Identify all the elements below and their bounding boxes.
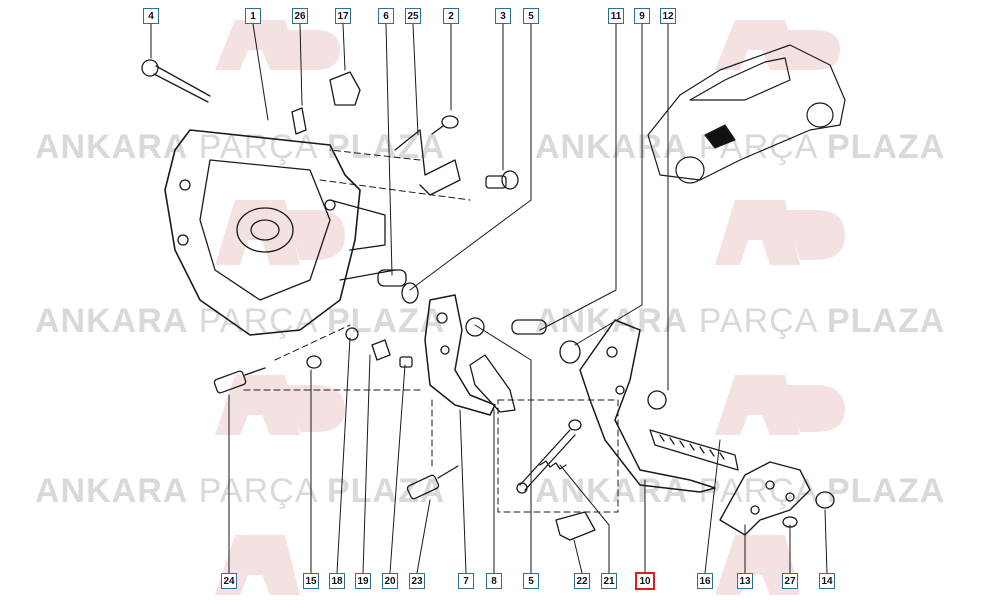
adjuster-rod xyxy=(516,419,582,494)
callout-16: 16 xyxy=(697,573,713,589)
callout-19: 19 xyxy=(355,573,371,589)
assembly-dashed-lines xyxy=(243,149,619,513)
callout-8: 8 xyxy=(486,573,502,589)
callout-26: 26 xyxy=(292,8,308,24)
bushing-12 xyxy=(647,390,667,410)
callout-7: 7 xyxy=(458,573,474,589)
callout-21: 21 xyxy=(601,573,617,589)
fitting-15 xyxy=(306,355,322,369)
callout-5-top: 5 xyxy=(523,8,539,24)
mounting-bracket xyxy=(719,461,811,536)
callout-3: 3 xyxy=(495,8,511,24)
callout-6: 6 xyxy=(378,8,394,24)
pedal-box-bracket xyxy=(164,129,396,336)
retaining-clip xyxy=(555,511,596,541)
callout-23: 23 xyxy=(409,573,425,589)
return-spring xyxy=(394,129,461,196)
callout-24: 24 xyxy=(221,573,237,589)
fitting-18 xyxy=(345,327,359,341)
bushing-14 xyxy=(815,491,835,509)
callout-17: 17 xyxy=(335,8,351,24)
ap-logo-watermark-icon xyxy=(215,20,845,595)
callout-25: 25 xyxy=(405,8,421,24)
callout-27: 27 xyxy=(782,573,798,589)
callout-22: 22 xyxy=(574,573,590,589)
callout-11: 11 xyxy=(608,8,624,24)
clip-part xyxy=(291,107,307,135)
callout-14: 14 xyxy=(819,573,835,589)
bushings xyxy=(377,269,581,364)
callout-4: 4 xyxy=(143,8,159,24)
callout-12: 12 xyxy=(660,8,676,24)
brake-pedal xyxy=(424,294,496,416)
callout-18: 18 xyxy=(329,573,345,589)
toothed-rack xyxy=(649,429,739,471)
callout-2: 2 xyxy=(443,8,459,24)
callout-13: 13 xyxy=(737,573,753,589)
callout-5-bottom: 5 xyxy=(523,573,539,589)
screw xyxy=(431,115,459,135)
clutch-switch xyxy=(406,465,459,500)
callout-15: 15 xyxy=(303,573,319,589)
clutch-pedal xyxy=(579,319,716,493)
callout-10-highlighted: 10 xyxy=(635,572,655,590)
long-bolt xyxy=(141,59,211,103)
washer-27 xyxy=(782,516,798,528)
pivot-pin xyxy=(485,170,519,190)
hatchback-car-icon xyxy=(647,44,846,184)
fitting-19 xyxy=(371,339,391,361)
callout-1: 1 xyxy=(245,8,261,24)
fitting-20 xyxy=(399,356,413,368)
pad-clip xyxy=(329,71,361,106)
callout-9: 9 xyxy=(634,8,650,24)
pedal-pad-brake xyxy=(469,354,516,413)
callout-20: 20 xyxy=(382,573,398,589)
stop-switch xyxy=(213,367,266,394)
leader-lines xyxy=(150,23,828,574)
